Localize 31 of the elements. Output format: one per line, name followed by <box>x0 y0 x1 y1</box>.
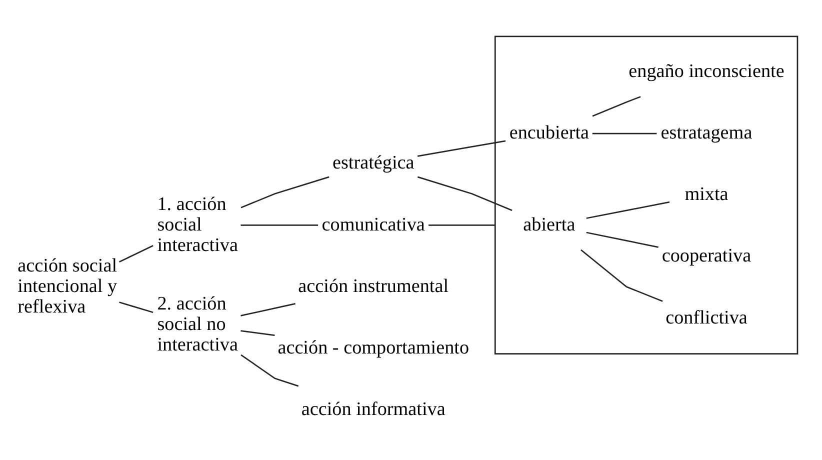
node-text: cooperativa <box>662 246 752 267</box>
connector <box>417 176 512 212</box>
node-text: mixta <box>684 184 728 206</box>
connector <box>118 245 154 263</box>
node-text: 1. acción social interactiva <box>157 194 238 256</box>
connector <box>119 302 154 314</box>
connector <box>240 176 330 208</box>
connector <box>592 96 641 117</box>
connector <box>240 303 296 316</box>
node-text: estratégica <box>332 152 414 174</box>
connector <box>240 330 275 336</box>
node-text: engaño inconsciente <box>628 61 784 82</box>
connector <box>586 201 670 219</box>
node-text: acción informativa <box>301 398 446 420</box>
connector <box>580 249 663 302</box>
connector <box>592 132 657 134</box>
node-text: conflictiva <box>666 307 748 328</box>
connector <box>586 232 658 248</box>
node-text: 2. acción social no interactiva <box>157 294 238 356</box>
node-text: comunicativa <box>322 214 425 236</box>
node-text: encubierta <box>509 122 590 144</box>
node-text: acción instrumental <box>298 276 449 297</box>
node-text: acción - comportamiento <box>278 337 470 358</box>
node-text: abierta <box>523 214 576 236</box>
node-text: acción social intencional y reflexiva <box>18 255 118 318</box>
connector <box>240 224 318 226</box>
cluster <box>494 36 798 354</box>
connector <box>428 224 496 226</box>
connector <box>417 140 506 157</box>
node-text: estratagema <box>660 122 752 144</box>
connector <box>240 354 299 387</box>
